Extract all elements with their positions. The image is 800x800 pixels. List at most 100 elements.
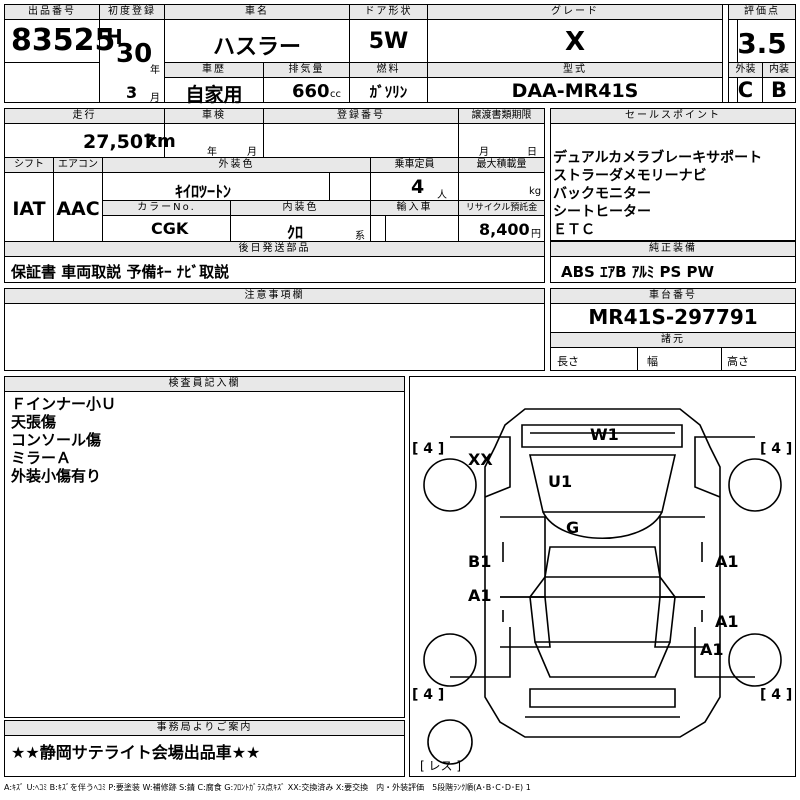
- car-name-label: 車名: [165, 5, 349, 20]
- chassis-cell: 車台番号 MR41S-297791 諸元 長さ 幅 高さ: [550, 288, 796, 371]
- mark-a1-right-rear: A1: [715, 612, 739, 631]
- displacement: 660: [292, 81, 330, 102]
- model-label: 型式: [428, 63, 722, 78]
- era: H: [106, 25, 123, 49]
- inspection-month-unit: 月: [247, 147, 257, 158]
- mark-xx: XX: [468, 450, 493, 469]
- exterior-grade-label: 外装: [729, 63, 762, 78]
- grade-cell: グレード X: [427, 4, 723, 63]
- recycle-fee: 8,400: [479, 220, 530, 239]
- sales-point: バックモニター: [553, 186, 651, 202]
- mileage-label: 走行: [5, 109, 164, 124]
- first-registration-label: 初度登録: [100, 5, 164, 20]
- score-cell: 評価点 3.5: [728, 4, 796, 63]
- tire-label-rear-left: [ 4 ]: [412, 687, 444, 703]
- exterior-color-label: 外装色: [103, 158, 370, 173]
- transfer-day-unit: 日: [527, 147, 537, 158]
- grade: X: [564, 27, 586, 57]
- reg-year: 30: [116, 39, 153, 69]
- exterior-color: ｷｲﾛﾂｰﾄﾝ: [175, 182, 232, 201]
- registration-number-cell: 登録番号: [263, 108, 459, 158]
- registration-number-label: 登録番号: [264, 109, 458, 124]
- inspector-note: Ｆインナー小Ｕ: [11, 395, 117, 413]
- sales-points-cell: セールスポイント デュアルカメラブレーキサポート ストラーダメモリーナビ バック…: [550, 108, 796, 241]
- history-cell: 車歴 自家用: [164, 62, 264, 106]
- mileage: 27,507: [83, 131, 157, 153]
- inspection-year-unit: 年: [207, 147, 217, 158]
- max-load-label: 最大積載量: [459, 158, 544, 173]
- tire-label-front-left: [ 4 ]: [412, 441, 444, 457]
- displacement-cell: 排気量 660 cc: [263, 62, 350, 103]
- sales-point: ＥＴＣ: [553, 222, 595, 238]
- sales-point: ストラーダメモリーナビ: [553, 168, 707, 184]
- ac-cell: エアコン AAC: [53, 157, 103, 242]
- score-label: 評価点: [729, 5, 795, 20]
- score: 3.5: [737, 27, 787, 60]
- tire-label-front-right: [ 4 ]: [760, 441, 792, 457]
- color-number-label: カラーNo.: [103, 201, 230, 216]
- lot-blank: [4, 62, 100, 103]
- lot-number-label: 出品番号: [5, 5, 99, 20]
- spec-label: 諸元: [551, 332, 795, 348]
- door-cell: ドア形状 5W: [349, 4, 428, 63]
- inspector-note: 外装小傷有り: [11, 467, 102, 485]
- inspector-notes: Ｆインナー小Ｕ 天張傷 コンソール傷 ミラーＡ 外装小傷有り: [11, 395, 116, 485]
- mark-a1-left: A1: [468, 586, 492, 605]
- notes-cell: 注意事項欄: [4, 288, 545, 371]
- interior-grade: B: [770, 78, 787, 102]
- chassis-label: 車台番号: [551, 289, 795, 304]
- transfer-deadline-cell: 譲渡書類期限 月 日: [458, 108, 545, 158]
- recycle-label: リサイクル預託金: [459, 201, 544, 216]
- spec-length: 長さ: [557, 355, 579, 368]
- capacity: 4: [411, 176, 425, 198]
- inspector-cell: 検査員記入欄 Ｆインナー小Ｕ 天張傷 コンソール傷 ミラーＡ 外装小傷有り: [4, 376, 405, 718]
- capacity-label: 乗車定員: [371, 158, 458, 173]
- lot-number: 83525: [11, 23, 116, 58]
- displacement-label: 排気量: [264, 63, 349, 78]
- equipment-cell: 純正装備 ABS ｴｱB ｱﾙﾐ PS PW: [550, 241, 796, 283]
- mark-a1-right-front: A1: [715, 552, 739, 571]
- fuel-cell: 燃料 ｶﾞｿﾘﾝ: [349, 62, 428, 103]
- interior-grade-label: 内装: [763, 63, 795, 78]
- inspector-note: コンソール傷: [11, 431, 102, 449]
- mark-a1-right-quarter: A1: [700, 640, 724, 659]
- capacity-unit: 人: [437, 190, 447, 201]
- history-label: 車歴: [165, 63, 263, 78]
- interior-color-label: 内装色: [231, 201, 370, 216]
- interior-color: ｸﾛ: [287, 223, 304, 242]
- transfer-deadline-label: 譲渡書類期限: [459, 109, 544, 124]
- displacement-unit: cc: [330, 89, 341, 100]
- sales-point: デュアルカメラブレーキサポート: [553, 150, 763, 166]
- mileage-cell: 走行 27,507 km: [4, 108, 176, 158]
- model-cell: 型式 DAA-MR41S: [427, 62, 723, 103]
- shift-cell: シフト IAT: [4, 157, 54, 242]
- reg-month: 3: [126, 83, 138, 102]
- exterior-color-cell: 外装色 ｷｲﾛﾂｰﾄﾝ: [102, 157, 371, 201]
- sales-points-list: デュアルカメラブレーキサポート ストラーダメモリーナビ バックモニター シートヒ…: [553, 149, 762, 239]
- max-load-unit: kg: [529, 186, 542, 197]
- office-cell: 事務局よりご案内 ★★静岡サテライト会場出品車★★: [4, 720, 405, 777]
- model-code: DAA-MR41S: [511, 80, 639, 102]
- mark-u1: U1: [548, 472, 572, 491]
- ac-label: エアコン: [54, 158, 102, 173]
- mark-b1: B1: [468, 552, 491, 571]
- mark-w1: W1: [590, 425, 619, 444]
- chassis-number: MR41S-297791: [588, 305, 758, 329]
- exterior-grade-cell: 外装 C: [728, 62, 763, 103]
- car-diagram-cell: [ 4 ] [ 4 ] [ 4 ] [ 4 ] [ レス ] W1 XX U1 …: [409, 376, 796, 777]
- car-diagram: [ 4 ] [ 4 ] [ 4 ] [ 4 ] [ レス ] W1 XX U1 …: [412, 408, 792, 773]
- spec-width: 幅: [647, 355, 658, 368]
- notes-label: 注意事項欄: [5, 289, 544, 304]
- color-number-cell: カラーNo. CGK: [102, 200, 231, 242]
- recycle-unit: 円: [531, 229, 541, 240]
- recycle-cell: リサイクル預託金 8,400 円: [458, 200, 545, 242]
- spec-height: 高さ: [727, 355, 749, 368]
- month-unit: 月: [150, 93, 160, 104]
- exterior-grade: C: [737, 78, 754, 102]
- equipment: ABS ｴｱB ｱﾙﾐ PS PW: [561, 263, 715, 281]
- later-parts: 保証書 車両取説 予備ｷｰ ﾅﾋﾞ取説: [11, 263, 230, 281]
- inspector-note: 天張傷: [11, 413, 57, 431]
- lot-number-cell: 出品番号 83525: [4, 4, 115, 63]
- door-label: ドア形状: [350, 5, 427, 20]
- history: 自家用: [185, 84, 243, 106]
